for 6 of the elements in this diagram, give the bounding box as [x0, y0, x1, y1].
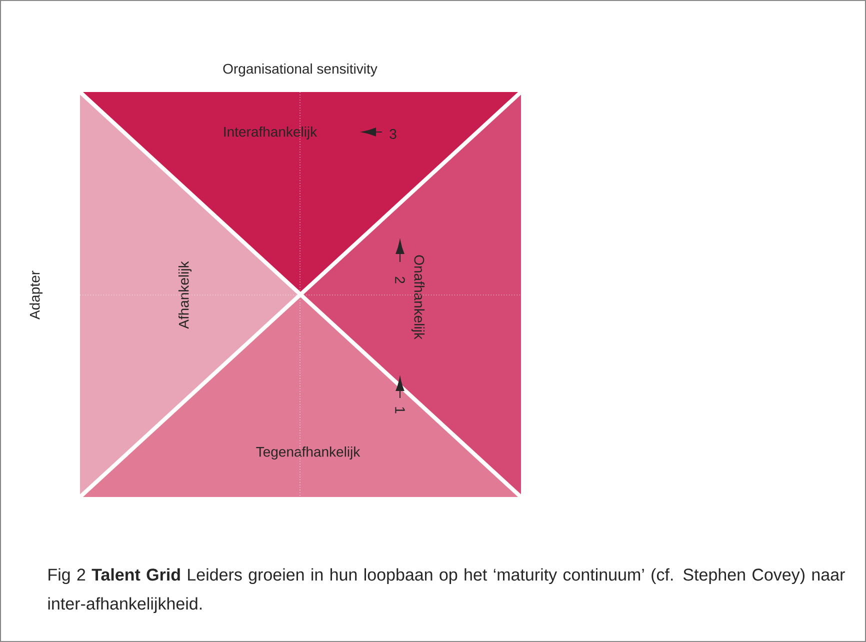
axis-label: Organisational sensitivity [223, 63, 378, 77]
step-number: 1 [395, 407, 405, 414]
caption: Fig 2 Talent Grid Leiders groeien in hun loopbaan op het ‘maturity continuum’ (cf. Stephen Covey) naar inter-afhankelijkheid. [48, 568, 845, 614]
step-number: 3 [390, 129, 396, 139]
step-number: 2 [395, 276, 405, 284]
axis-label: Adapter [29, 270, 43, 320]
